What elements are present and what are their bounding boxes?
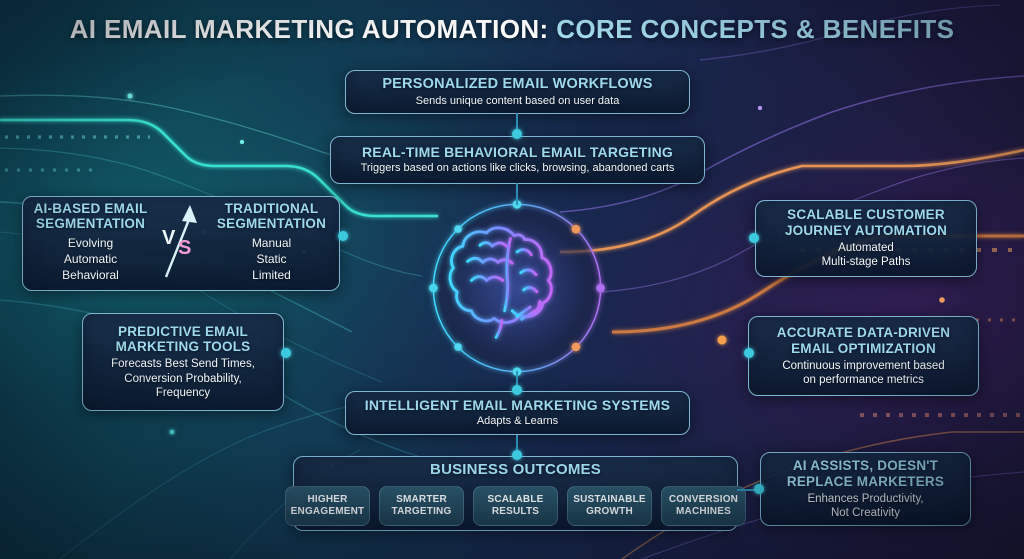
node-predictive-tools: PREDICTIVE EMAIL MARKETING TOOLS Forecas… xyxy=(82,313,284,411)
node-title: PREDICTIVE EMAIL MARKETING TOOLS xyxy=(115,323,251,355)
title-prefix: AI EMAIL MARKETING AUTOMATION: xyxy=(69,14,557,44)
vs-divider: V S xyxy=(152,201,210,287)
node-intelligent-systems: INTELLIGENT EMAIL MARKETING SYSTEMS Adap… xyxy=(345,391,690,435)
ai-segmentation-column: AI-BASED EMAIL SEGMENTATION Evolving Aut… xyxy=(29,201,152,284)
node-title: BUSINESS OUTCOMES xyxy=(430,461,601,479)
node-realtime-targeting: REAL-TIME BEHAVIORAL EMAIL TARGETING Tri… xyxy=(330,136,705,184)
pill-smarter-targeting: SMARTER TARGETING xyxy=(379,485,464,526)
node-data-driven-optimization: ACCURATE DATA-DRIVEN EMAIL OPTIMIZATION … xyxy=(748,316,979,396)
node-subtitle: Enhances Productivity, Not Creativity xyxy=(807,492,924,519)
node-subtitle: Adapts & Learns xyxy=(476,415,559,428)
brain-icon xyxy=(429,200,605,376)
ai-segmentation-title: AI-BASED EMAIL SEGMENTATION xyxy=(33,200,148,232)
node-subtitle: Automated Multi-stage Paths xyxy=(821,242,911,269)
node-subtitle: Sends unique content based on user data xyxy=(415,94,620,107)
pill-conversion-machines: CONVERSION MACHINES xyxy=(661,485,746,526)
vs-letter-s: S xyxy=(178,236,192,259)
brain-emblem xyxy=(422,193,612,383)
node-title: AI ASSISTS, DOESN'T REPLACE MARKETERS xyxy=(786,457,945,489)
node-title: ACCURATE DATA-DRIVEN EMAIL OPTIMIZATION xyxy=(776,324,951,356)
pill-higher-engagement: HIGHER ENGAGEMENT xyxy=(285,485,370,526)
node-subtitle: Continuous improvement based on performa… xyxy=(782,359,945,386)
node-title: INTELLIGENT EMAIL MARKETING SYSTEMS xyxy=(364,396,671,413)
node-ai-assists: AI ASSISTS, DOESN'T REPLACE MARKETERS En… xyxy=(760,452,971,526)
node-segmentation-comparison: AI-BASED EMAIL SEGMENTATION Evolving Aut… xyxy=(22,196,340,291)
node-personalized-workflows: PERSONALIZED EMAIL WORKFLOWS Sends uniqu… xyxy=(345,70,690,114)
node-title: SCALABLE CUSTOMER JOURNEY AUTOMATION xyxy=(784,207,948,239)
pill-sustainable-growth: SUSTAINABLE GROWTH xyxy=(567,485,652,526)
node-subtitle: Forecasts Best Send Times, Conversion Pr… xyxy=(111,358,255,400)
traditional-segmentation-title: TRADITIONAL SEGMENTATION xyxy=(216,200,327,232)
pill-scalable-results: SCALABLE RESULTS xyxy=(473,485,558,526)
node-title: REAL-TIME BEHAVIORAL EMAIL TARGETING xyxy=(361,143,674,160)
traditional-segmentation-items: Manual Static Limited xyxy=(251,236,292,282)
ai-segmentation-items: Evolving Automatic Behavioral xyxy=(62,236,119,282)
page-title: AI EMAIL MARKETING AUTOMATION: CORE CONC… xyxy=(0,14,1024,45)
segmentation-columns: AI-BASED EMAIL SEGMENTATION Evolving Aut… xyxy=(29,201,333,287)
node-scalable-journey: SCALABLE CUSTOMER JOURNEY AUTOMATION Aut… xyxy=(755,200,977,277)
traditional-segmentation-column: TRADITIONAL SEGMENTATION Manual Static L… xyxy=(210,201,333,284)
node-title: PERSONALIZED EMAIL WORKFLOWS xyxy=(382,75,653,92)
outcome-pills: HIGHER ENGAGEMENT SMARTER TARGETING SCAL… xyxy=(285,485,746,526)
vs-letter-v: V xyxy=(162,226,176,249)
title-accent: CORE CONCEPTS & BENEFITS xyxy=(556,14,955,44)
node-subtitle: Triggers based on actions like clicks, b… xyxy=(360,162,675,175)
node-business-outcomes: BUSINESS OUTCOMES HIGHER ENGAGEMENT SMAR… xyxy=(285,456,746,531)
